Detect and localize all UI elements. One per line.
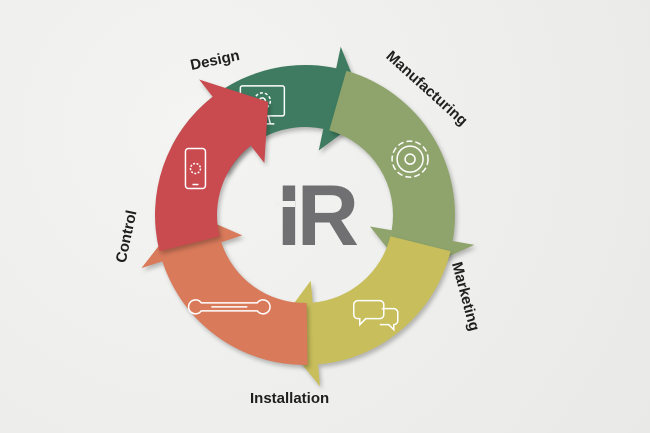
logo-gap: [275, 201, 295, 207]
wrench-icon: [187, 299, 271, 315]
arrow-shape: [274, 236, 451, 387]
stage-arrow-manufacturing: [329, 70, 475, 275]
smartphone-gear-icon: [184, 147, 207, 190]
arrow-shape: [329, 70, 475, 275]
stage-arrow-marketing: [274, 236, 451, 387]
label-installation: Installation: [250, 390, 330, 407]
arrow-shape: [141, 210, 308, 365]
chat-bubbles-icon: [353, 299, 399, 332]
gear-icon: [391, 140, 429, 178]
ir-logo: IR: [277, 168, 358, 264]
stage-arrow-control: [154, 79, 269, 252]
stage-arrow-installation: [141, 210, 308, 365]
arrow-shape: [154, 79, 269, 252]
